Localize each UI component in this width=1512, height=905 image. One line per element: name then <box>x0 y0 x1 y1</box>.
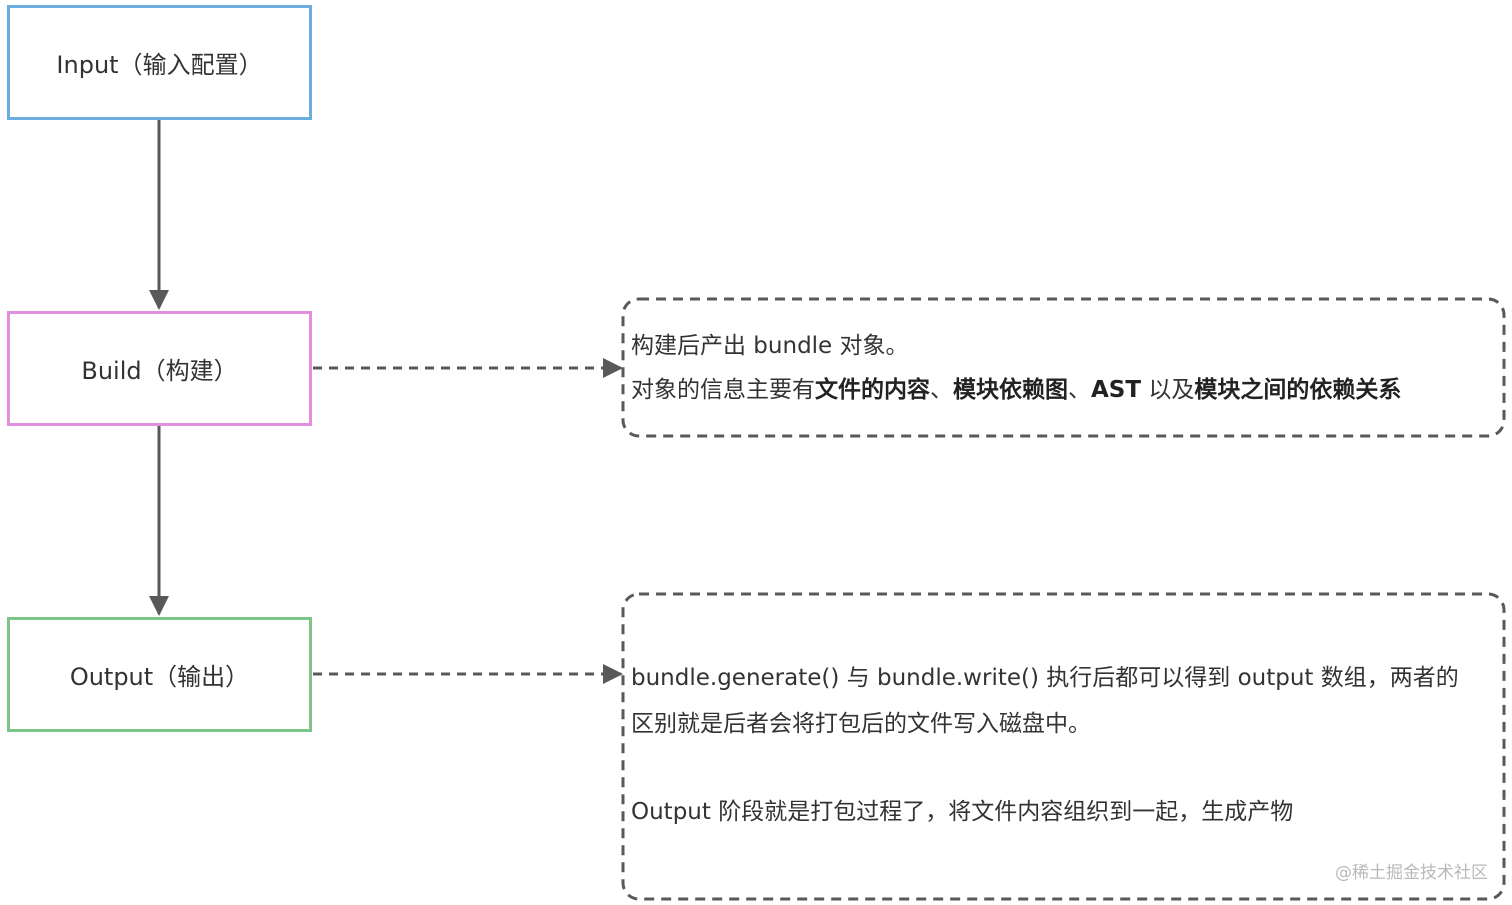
output-note-frame <box>621 592 1506 901</box>
build-note-separator-1: 、 <box>930 377 953 403</box>
build-note-bold-module-graph: 模块依赖图 <box>953 377 1068 403</box>
output-note-line-2: 区别就是后者会将打包后的文件写入磁盘中。 <box>631 711 1091 737</box>
build-note-bold-file-content: 文件的内容 <box>815 377 930 403</box>
build-node[interactable]: Build（构建） <box>7 311 312 426</box>
build-node-label: Build（构建） <box>81 357 238 385</box>
build-note-frame <box>621 297 1506 438</box>
input-node[interactable]: Input（输入配置） <box>7 5 312 120</box>
build-note-line-1: 构建后产出 bundle 对象。 <box>631 333 909 359</box>
output-node-label: Output（输出） <box>69 663 250 691</box>
build-note-line-2-text-1: 对象的信息主要有 <box>631 377 815 403</box>
output-note-line-3: Output 阶段就是打包过程了，将文件内容组织到一起，生成产物 <box>631 799 1294 825</box>
output-note: bundle.generate() 与 bundle.write() 执行后都可… <box>623 594 1504 899</box>
build-note-bold-module-dependencies: 模块之间的依赖关系 <box>1194 377 1402 403</box>
input-node-label: Input（输入配置） <box>56 51 263 79</box>
build-note-bold-ast: AST <box>1091 377 1142 403</box>
build-note-line-2: 对象的信息主要有文件的内容、模块依赖图、AST 以及模块之间的依赖关系 <box>631 368 1401 412</box>
build-note-line-2-text-2: 以及 <box>1141 377 1195 403</box>
build-note-separator-2: 、 <box>1068 377 1091 403</box>
output-note-line-1: bundle.generate() 与 bundle.write() 执行后都可… <box>631 665 1459 691</box>
output-node[interactable]: Output（输出） <box>7 617 312 732</box>
build-note: 构建后产出 bundle 对象。 对象的信息主要有文件的内容、模块依赖图、AST… <box>623 299 1504 436</box>
watermark: @稀土掘金技术社区 <box>1335 863 1488 883</box>
